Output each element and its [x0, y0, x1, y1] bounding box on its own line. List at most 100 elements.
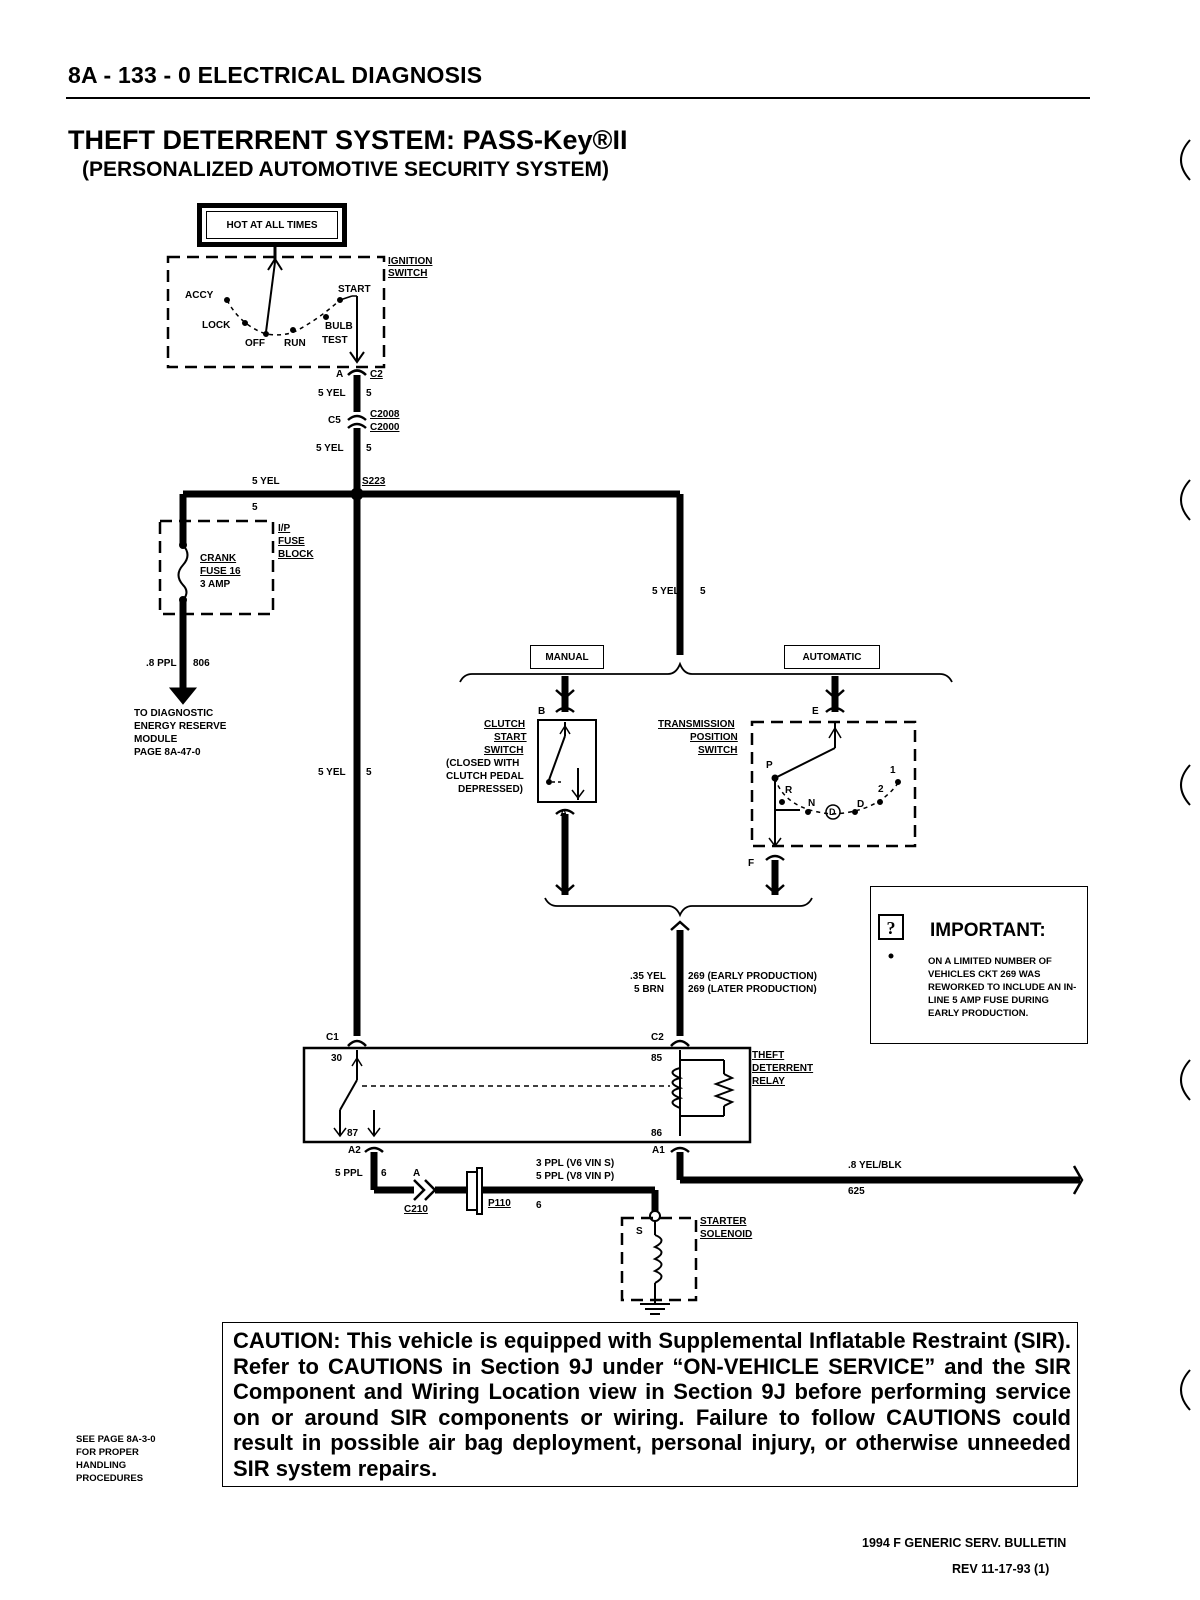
to-diagnostic-label: TO DIAGNOSTIC — [134, 708, 214, 719]
footer-bulletin: 1994 F GENERIC SERV. BULLETIN — [862, 1536, 1067, 1550]
important-note-box — [870, 886, 1088, 1044]
wire-5brn-label: 5 BRN — [634, 984, 665, 995]
binder-marks — [1180, 139, 1191, 1411]
connector-a-label: A — [336, 369, 344, 380]
connector-a-c210-label: A — [413, 1168, 421, 1179]
ip-fuse-block-label-3: BLOCK — [278, 549, 314, 560]
important-title: IMPORTANT: — [930, 920, 1046, 941]
connector-a-clutch-label: A — [560, 808, 568, 819]
circuit-269-later-label: 269 (LATER PRODUCTION) — [688, 984, 817, 995]
caution-box — [222, 1322, 1078, 1487]
connector-c210-label: C210 — [404, 1204, 428, 1215]
wire-3ppl-label: 3 PPL (V6 VIN S) — [536, 1158, 615, 1169]
header-rule — [66, 97, 1090, 99]
gear-d-label: D — [857, 799, 865, 810]
connector-c2-label: C2 — [370, 369, 383, 380]
connector-f-label: F — [748, 858, 755, 869]
ip-fuse-block-label: I/P — [278, 523, 291, 534]
lock-label: LOCK — [202, 320, 231, 331]
page-header: 8A - 133 - 0 ELECTRICAL DIAGNOSIS — [68, 62, 483, 88]
test-label: TEST — [322, 335, 348, 346]
connector-p110-label: P110 — [488, 1198, 511, 1209]
fuse-amp-label: 3 AMP — [200, 579, 231, 590]
run-label: RUN — [284, 338, 306, 349]
connector-e-label: E — [812, 706, 819, 717]
start-label: START — [338, 284, 371, 295]
circuit-5-label-5: 5 — [700, 586, 706, 597]
ignition-switch-label-2: SWITCH — [388, 268, 428, 279]
circuit-5-label-3: 5 — [252, 502, 258, 513]
hot-at-all-times-label: HOT AT ALL TIMES — [206, 211, 338, 239]
clutch-switch-label-4: (CLOSED WITH — [446, 758, 520, 769]
circuit-625-label: 625 — [848, 1186, 865, 1197]
starter-solenoid-label: STARTER — [700, 1216, 747, 1227]
circuit-5-label: 5 — [366, 388, 372, 399]
starter-solenoid-label-2: SOLENOID — [700, 1229, 753, 1240]
gear-n-label: N — [808, 798, 816, 809]
connector-c2-relay-label: C2 — [651, 1032, 664, 1043]
wire-5yel-label-4: 5 YEL — [318, 767, 346, 778]
clutch-switch-label-5: CLUTCH PEDAL — [446, 771, 524, 782]
svg-text:?: ? — [887, 918, 896, 938]
manual-label: MANUAL — [530, 645, 604, 669]
relay-name-label: THEFT — [752, 1050, 785, 1061]
gear-2-label: 2 — [878, 784, 884, 795]
important-text: ON A LIMITED NUMBER OF VEHICLES CKT 269 … — [928, 956, 1077, 1019]
ignition-switch-box — [166, 255, 386, 369]
connector-c1-label: C1 — [326, 1032, 339, 1043]
diagram-subtitle: (PERSONALIZED AUTOMOTIVE SECURITY SYSTEM… — [82, 158, 609, 181]
connector-c2008-label: C2008 — [370, 409, 400, 420]
connector-b-label: B — [538, 706, 546, 717]
crank-fuse-label: CRANK — [200, 553, 237, 564]
wire-5yel-label-5: 5 YEL — [652, 586, 680, 597]
footer-revision: REV 11-17-93 (1) — [952, 1562, 1050, 1576]
circuit-5-label-4: 5 — [366, 767, 372, 778]
circuit-6-label: 6 — [381, 1168, 387, 1179]
pin-30-label: 30 — [331, 1053, 343, 1064]
transmission-switch-label: TRANSMISSION — [658, 719, 735, 730]
clutch-switch-label: CLUTCH — [484, 719, 526, 730]
pin-86-label: 86 — [651, 1128, 663, 1139]
clutch-switch-label-2: START — [494, 732, 527, 743]
wire-5ppl-v8-label: 5 PPL (V8 VIN P) — [536, 1171, 615, 1182]
splice-s223-label: S223 — [362, 476, 386, 487]
circuit-806-label: 806 — [193, 658, 210, 669]
see-page-note: SEE PAGE 8A-3-0 FOR PROPER HANDLING PROC… — [76, 1434, 156, 1484]
circuit-5-label-2: 5 — [366, 443, 372, 454]
bulb-label: BULB — [325, 321, 353, 332]
ip-fuse-block-label-2: FUSE — [278, 536, 305, 547]
clutch-switch-label-3: SWITCH — [484, 745, 524, 756]
circuit-269-early-label: 269 (EARLY PRODUCTION) — [688, 971, 817, 982]
automatic-label: AUTOMATIC — [784, 645, 880, 669]
wire-5ppl-label: 5 PPL — [335, 1168, 363, 1179]
connector-c5-label: C5 — [328, 415, 341, 426]
circuit-6b-label: 6 — [536, 1200, 542, 1211]
wire-8ppl-label: .8 PPL — [146, 658, 177, 669]
connector-a1-label: A1 — [652, 1145, 665, 1156]
clutch-switch-label-6: DEPRESSED) — [458, 784, 524, 795]
wire-8yelblk-label: .8 YEL/BLK — [848, 1160, 902, 1171]
off-label: OFF — [245, 338, 265, 349]
gear-d-circled-label: D — [829, 807, 836, 817]
relay-name-label-3: RELAY — [752, 1076, 785, 1087]
wire-5yel-label-3: 5 YEL — [252, 476, 280, 487]
gear-p-label: P — [766, 760, 773, 771]
info-icon: ? — [878, 914, 904, 959]
gear-r-label: R — [785, 785, 793, 796]
relay-name-label-2: DETERRENT — [752, 1063, 814, 1074]
pin-85-label: 85 — [651, 1053, 663, 1064]
gear-1-label: 1 — [890, 765, 896, 776]
to-diagnostic-label-3: MODULE — [134, 734, 178, 745]
transmission-switch-label-2: POSITION — [690, 732, 738, 743]
wire-5yel-label-2: 5 YEL — [316, 443, 344, 454]
caution-text: CAUTION: This vehicle is equipped with S… — [233, 1328, 1071, 1481]
hot-at-all-times-box — [197, 203, 347, 247]
wire-5yel-label: 5 YEL — [318, 388, 346, 399]
solenoid-s-label: S — [636, 1226, 643, 1237]
connector-a2-label: A2 — [348, 1145, 361, 1156]
connector-c2000-label: C2000 — [370, 422, 400, 433]
ignition-switch-label: IGNITION — [388, 256, 433, 267]
fuse16-label: FUSE 16 — [200, 566, 241, 577]
to-diagnostic-label-2: ENERGY RESERVE — [134, 721, 227, 732]
